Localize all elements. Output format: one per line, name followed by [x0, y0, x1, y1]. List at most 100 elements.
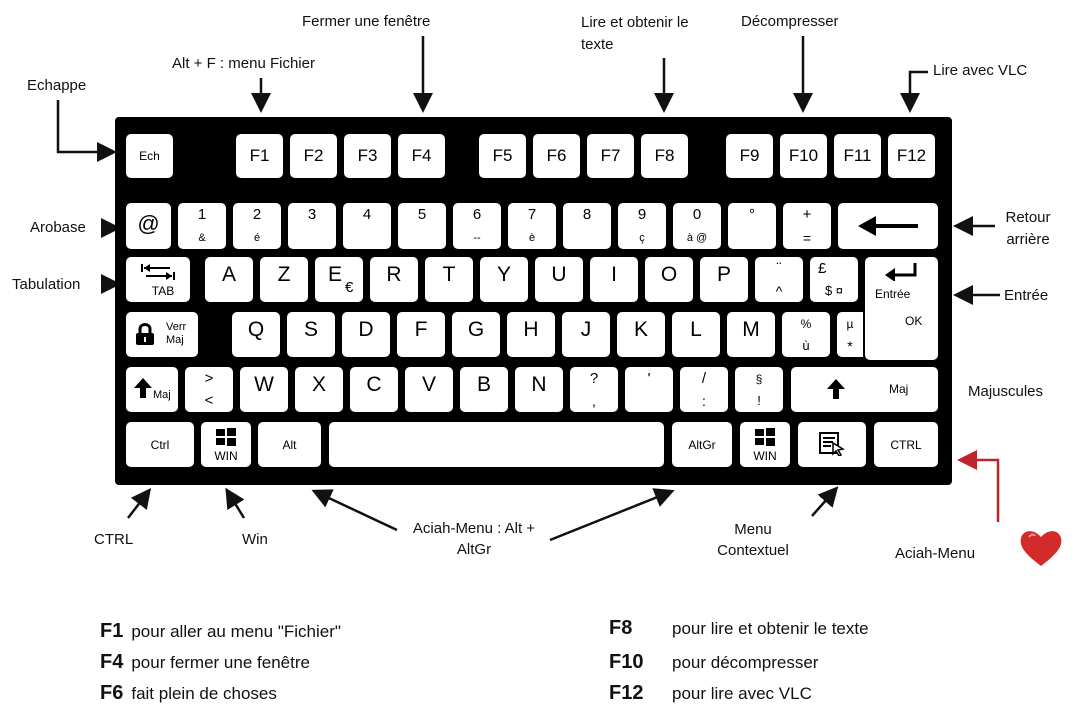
- key-f[interactable]: F: [397, 312, 445, 357]
- key-circumflex[interactable]: ¨ ^: [755, 257, 803, 302]
- key-b[interactable]: B: [460, 367, 508, 412]
- key-question[interactable]: ? ,: [570, 367, 618, 412]
- key-greater[interactable]: > <: [185, 367, 233, 412]
- key-o[interactable]: O: [645, 257, 693, 302]
- key-m[interactable]: M: [727, 312, 775, 357]
- key-altgr[interactable]: AltGr: [672, 422, 732, 467]
- key-f12[interactable]: F12: [888, 134, 935, 178]
- key-dollar-top: £: [818, 260, 827, 277]
- key-percent-top: %: [800, 317, 812, 331]
- key-f3[interactable]: F3: [344, 134, 391, 178]
- key-9[interactable]: 9 ç: [618, 203, 666, 249]
- key-ctrl-left[interactable]: Ctrl: [126, 422, 194, 467]
- key-l[interactable]: L: [672, 312, 720, 357]
- key-9-top: 9: [637, 206, 647, 223]
- key-f11[interactable]: F11: [834, 134, 881, 178]
- key-f9[interactable]: F9: [726, 134, 773, 178]
- key-section[interactable]: § !: [735, 367, 783, 412]
- key-percent[interactable]: % ù: [782, 312, 830, 357]
- key-apostrophe[interactable]: ': [625, 367, 673, 412]
- key-dollar[interactable]: £ $ ¤: [810, 257, 858, 302]
- key-at[interactable]: @: [126, 203, 171, 249]
- key-g[interactable]: G: [452, 312, 500, 357]
- key-mu[interactable]: µ *: [837, 312, 863, 357]
- key-0[interactable]: 0 à @: [673, 203, 721, 249]
- key-w[interactable]: W: [240, 367, 288, 412]
- key-tab[interactable]: TAB: [126, 257, 190, 302]
- key-slash[interactable]: / :: [680, 367, 728, 412]
- label-retour-arriere: Retour arrière: [1005, 209, 1051, 248]
- label-aciah-menu: Aciah-Menu: [895, 545, 976, 562]
- key-d[interactable]: D: [342, 312, 390, 357]
- key-f2[interactable]: F2: [290, 134, 337, 178]
- key-degree[interactable]: °: [728, 203, 776, 249]
- key-context-menu[interactable]: [798, 422, 866, 467]
- key-f6[interactable]: F6: [533, 134, 580, 178]
- key-k[interactable]: K: [617, 312, 665, 357]
- key-y[interactable]: Y: [480, 257, 528, 302]
- key-1-top: 1: [197, 206, 207, 223]
- key-z-label: Z: [277, 263, 291, 286]
- key-f4[interactable]: F4: [398, 134, 445, 178]
- legend-key: F4: [100, 651, 124, 673]
- key-backspace[interactable]: [838, 203, 938, 249]
- label-lire-obtenir: Lire et obtenir le texte: [581, 14, 689, 53]
- key-4[interactable]: 4: [343, 203, 391, 249]
- key-x[interactable]: X: [295, 367, 343, 412]
- key-u[interactable]: U: [535, 257, 583, 302]
- key-ctrl-right[interactable]: CTRL: [874, 422, 938, 467]
- key-f-label: F: [414, 318, 428, 341]
- key-space[interactable]: [329, 422, 664, 467]
- key-i[interactable]: I: [590, 257, 638, 302]
- key-3[interactable]: 3: [288, 203, 336, 249]
- key-c[interactable]: C: [350, 367, 398, 412]
- key-win-left[interactable]: WIN: [201, 422, 251, 467]
- key-7[interactable]: 7 è: [508, 203, 556, 249]
- key-n[interactable]: N: [515, 367, 563, 412]
- key-f1[interactable]: F1: [236, 134, 283, 178]
- key-capslock[interactable]: Verr Maj: [126, 312, 198, 357]
- key-f7[interactable]: F7: [587, 134, 634, 178]
- windows-logo-icon: [755, 428, 775, 446]
- key-degree-top: °: [749, 206, 755, 223]
- key-5[interactable]: 5: [398, 203, 446, 249]
- key-h[interactable]: H: [507, 312, 555, 357]
- win-left-label: WIN: [214, 449, 238, 463]
- key-2[interactable]: 2 é: [233, 203, 281, 249]
- key-d-label: D: [358, 318, 374, 341]
- key-a-label: A: [221, 263, 236, 286]
- key-r[interactable]: R: [370, 257, 418, 302]
- key-7-top: 7: [527, 206, 537, 223]
- key-8[interactable]: 8: [563, 203, 611, 249]
- key-a[interactable]: A: [205, 257, 253, 302]
- key-e[interactable]: E €: [315, 257, 363, 302]
- key-shift-left[interactable]: Maj: [126, 367, 178, 412]
- key-q[interactable]: Q: [232, 312, 280, 357]
- key-8-top: 8: [582, 206, 592, 223]
- key-ech[interactable]: Ech: [126, 134, 173, 178]
- key-6[interactable]: 6 --: [453, 203, 501, 249]
- key-enter[interactable]: Entrée OK: [865, 257, 938, 360]
- shift-right-label: Maj: [889, 382, 909, 396]
- key-l-label: L: [690, 318, 702, 341]
- key-v[interactable]: V: [405, 367, 453, 412]
- key-j[interactable]: J: [562, 312, 610, 357]
- key-1[interactable]: 1 &: [178, 203, 226, 249]
- key-f8[interactable]: F8: [641, 134, 688, 178]
- key-p[interactable]: P: [700, 257, 748, 302]
- key-f10[interactable]: F10: [780, 134, 827, 178]
- key-t[interactable]: T: [425, 257, 473, 302]
- key-alt[interactable]: Alt: [258, 422, 321, 467]
- key-plus[interactable]: + =: [783, 203, 831, 249]
- key-f5[interactable]: F5: [479, 134, 526, 178]
- legend-key: F12: [609, 682, 644, 704]
- key-s[interactable]: S: [287, 312, 335, 357]
- label-aciah-alt: Aciah-Menu : Alt + AltGr: [412, 520, 536, 558]
- key-shift-right[interactable]: Maj: [791, 367, 938, 412]
- key-win-right[interactable]: WIN: [740, 422, 790, 467]
- key-z[interactable]: Z: [260, 257, 308, 302]
